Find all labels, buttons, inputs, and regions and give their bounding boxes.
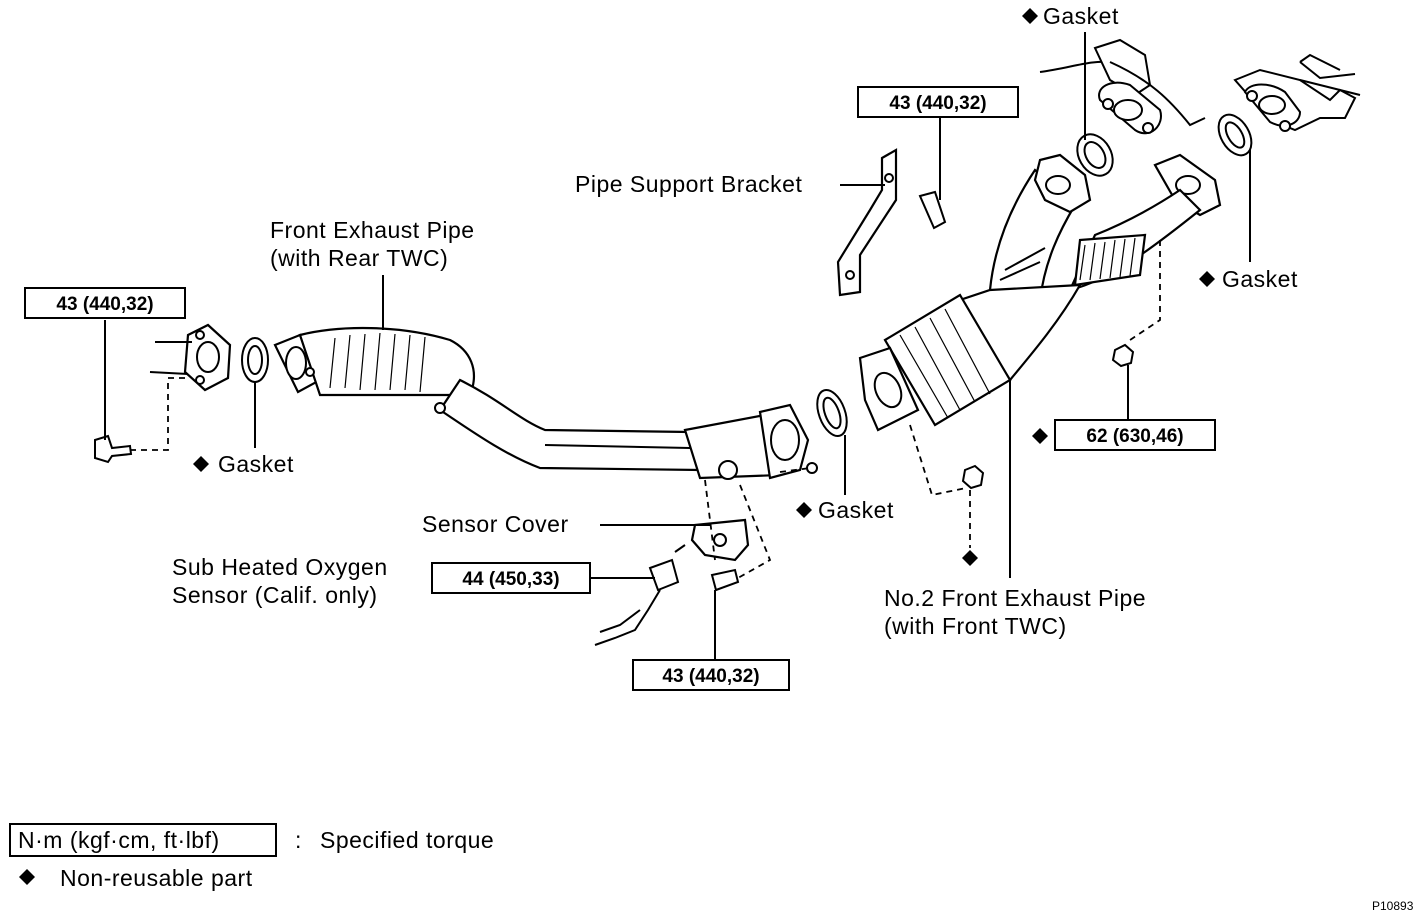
sensor-cover-bolt bbox=[710, 568, 740, 592]
front-exhaust-pipe bbox=[273, 326, 810, 480]
gasket-middle-label: Gasket bbox=[818, 497, 894, 523]
torque-cover-value: 43 (440,32) bbox=[662, 666, 759, 687]
torque-bracket-value: 43 (440,32) bbox=[889, 93, 986, 114]
oxygen-sensor bbox=[648, 558, 680, 592]
front-pipe-label-2: (with Rear TWC) bbox=[270, 245, 448, 271]
exhaust-manifold bbox=[1039, 38, 1361, 135]
no2-pipe-label-1: No.2 Front Exhaust Pipe bbox=[884, 585, 1146, 611]
legend-non-reusable: Non-reusable part bbox=[60, 865, 253, 891]
gasket-top-label: Gasket bbox=[1043, 3, 1119, 29]
non-reusable-diamond-icon bbox=[193, 456, 209, 472]
no2-front-exhaust-pipe bbox=[858, 153, 1222, 432]
legend: N·m (kgf·cm, ft·lbf) : Specified torque … bbox=[9, 823, 494, 891]
legend-torque-meaning: Specified torque bbox=[320, 827, 494, 853]
figure-code: P10893 bbox=[1372, 899, 1414, 913]
torque-box-cover bbox=[632, 659, 790, 691]
bracket-bolt bbox=[918, 190, 947, 230]
legend-torque-unit: N·m (kgf·cm, ft·lbf) bbox=[18, 827, 220, 853]
twc-nut bbox=[1111, 343, 1135, 368]
front-pipe-label-1: Front Exhaust Pipe bbox=[270, 217, 475, 243]
gasket-right-label: Gasket bbox=[1222, 266, 1298, 292]
left-bolt bbox=[94, 434, 133, 464]
pipe-support-bracket-label: Pipe Support Bracket bbox=[575, 171, 802, 197]
legend-separator: : bbox=[295, 827, 302, 853]
sub-o2-label-2: Sensor (Calif. only) bbox=[172, 582, 378, 608]
torque-box-o2 bbox=[431, 562, 591, 594]
torque-box-left bbox=[24, 287, 186, 319]
sensor-cover-label: Sensor Cover bbox=[422, 511, 569, 537]
torque-box-bracket bbox=[857, 86, 1019, 118]
non-reusable-diamond-icon bbox=[1022, 8, 1038, 24]
torque-box-nut bbox=[1054, 419, 1216, 451]
sub-o2-label-1: Sub Heated Oxygen bbox=[172, 554, 388, 580]
non-reusable-diamond-icon bbox=[19, 869, 35, 885]
no2-pipe-label-2: (with Front TWC) bbox=[884, 613, 1067, 639]
torque-o2-value: 44 (450,33) bbox=[462, 569, 559, 590]
non-reusable-diamond-icon bbox=[1032, 428, 1048, 444]
gasket-left-label: Gasket bbox=[218, 451, 294, 477]
torque-nut-value: 62 (630,46) bbox=[1086, 426, 1183, 447]
non-reusable-diamond-icon bbox=[962, 550, 978, 566]
non-reusable-diamond-icon bbox=[796, 502, 812, 518]
non-reusable-diamond-icon bbox=[1199, 271, 1215, 287]
pipe-support-bracket bbox=[836, 148, 947, 297]
torque-left-value: 43 (440,32) bbox=[56, 294, 153, 315]
legend-torque-box bbox=[9, 823, 277, 857]
